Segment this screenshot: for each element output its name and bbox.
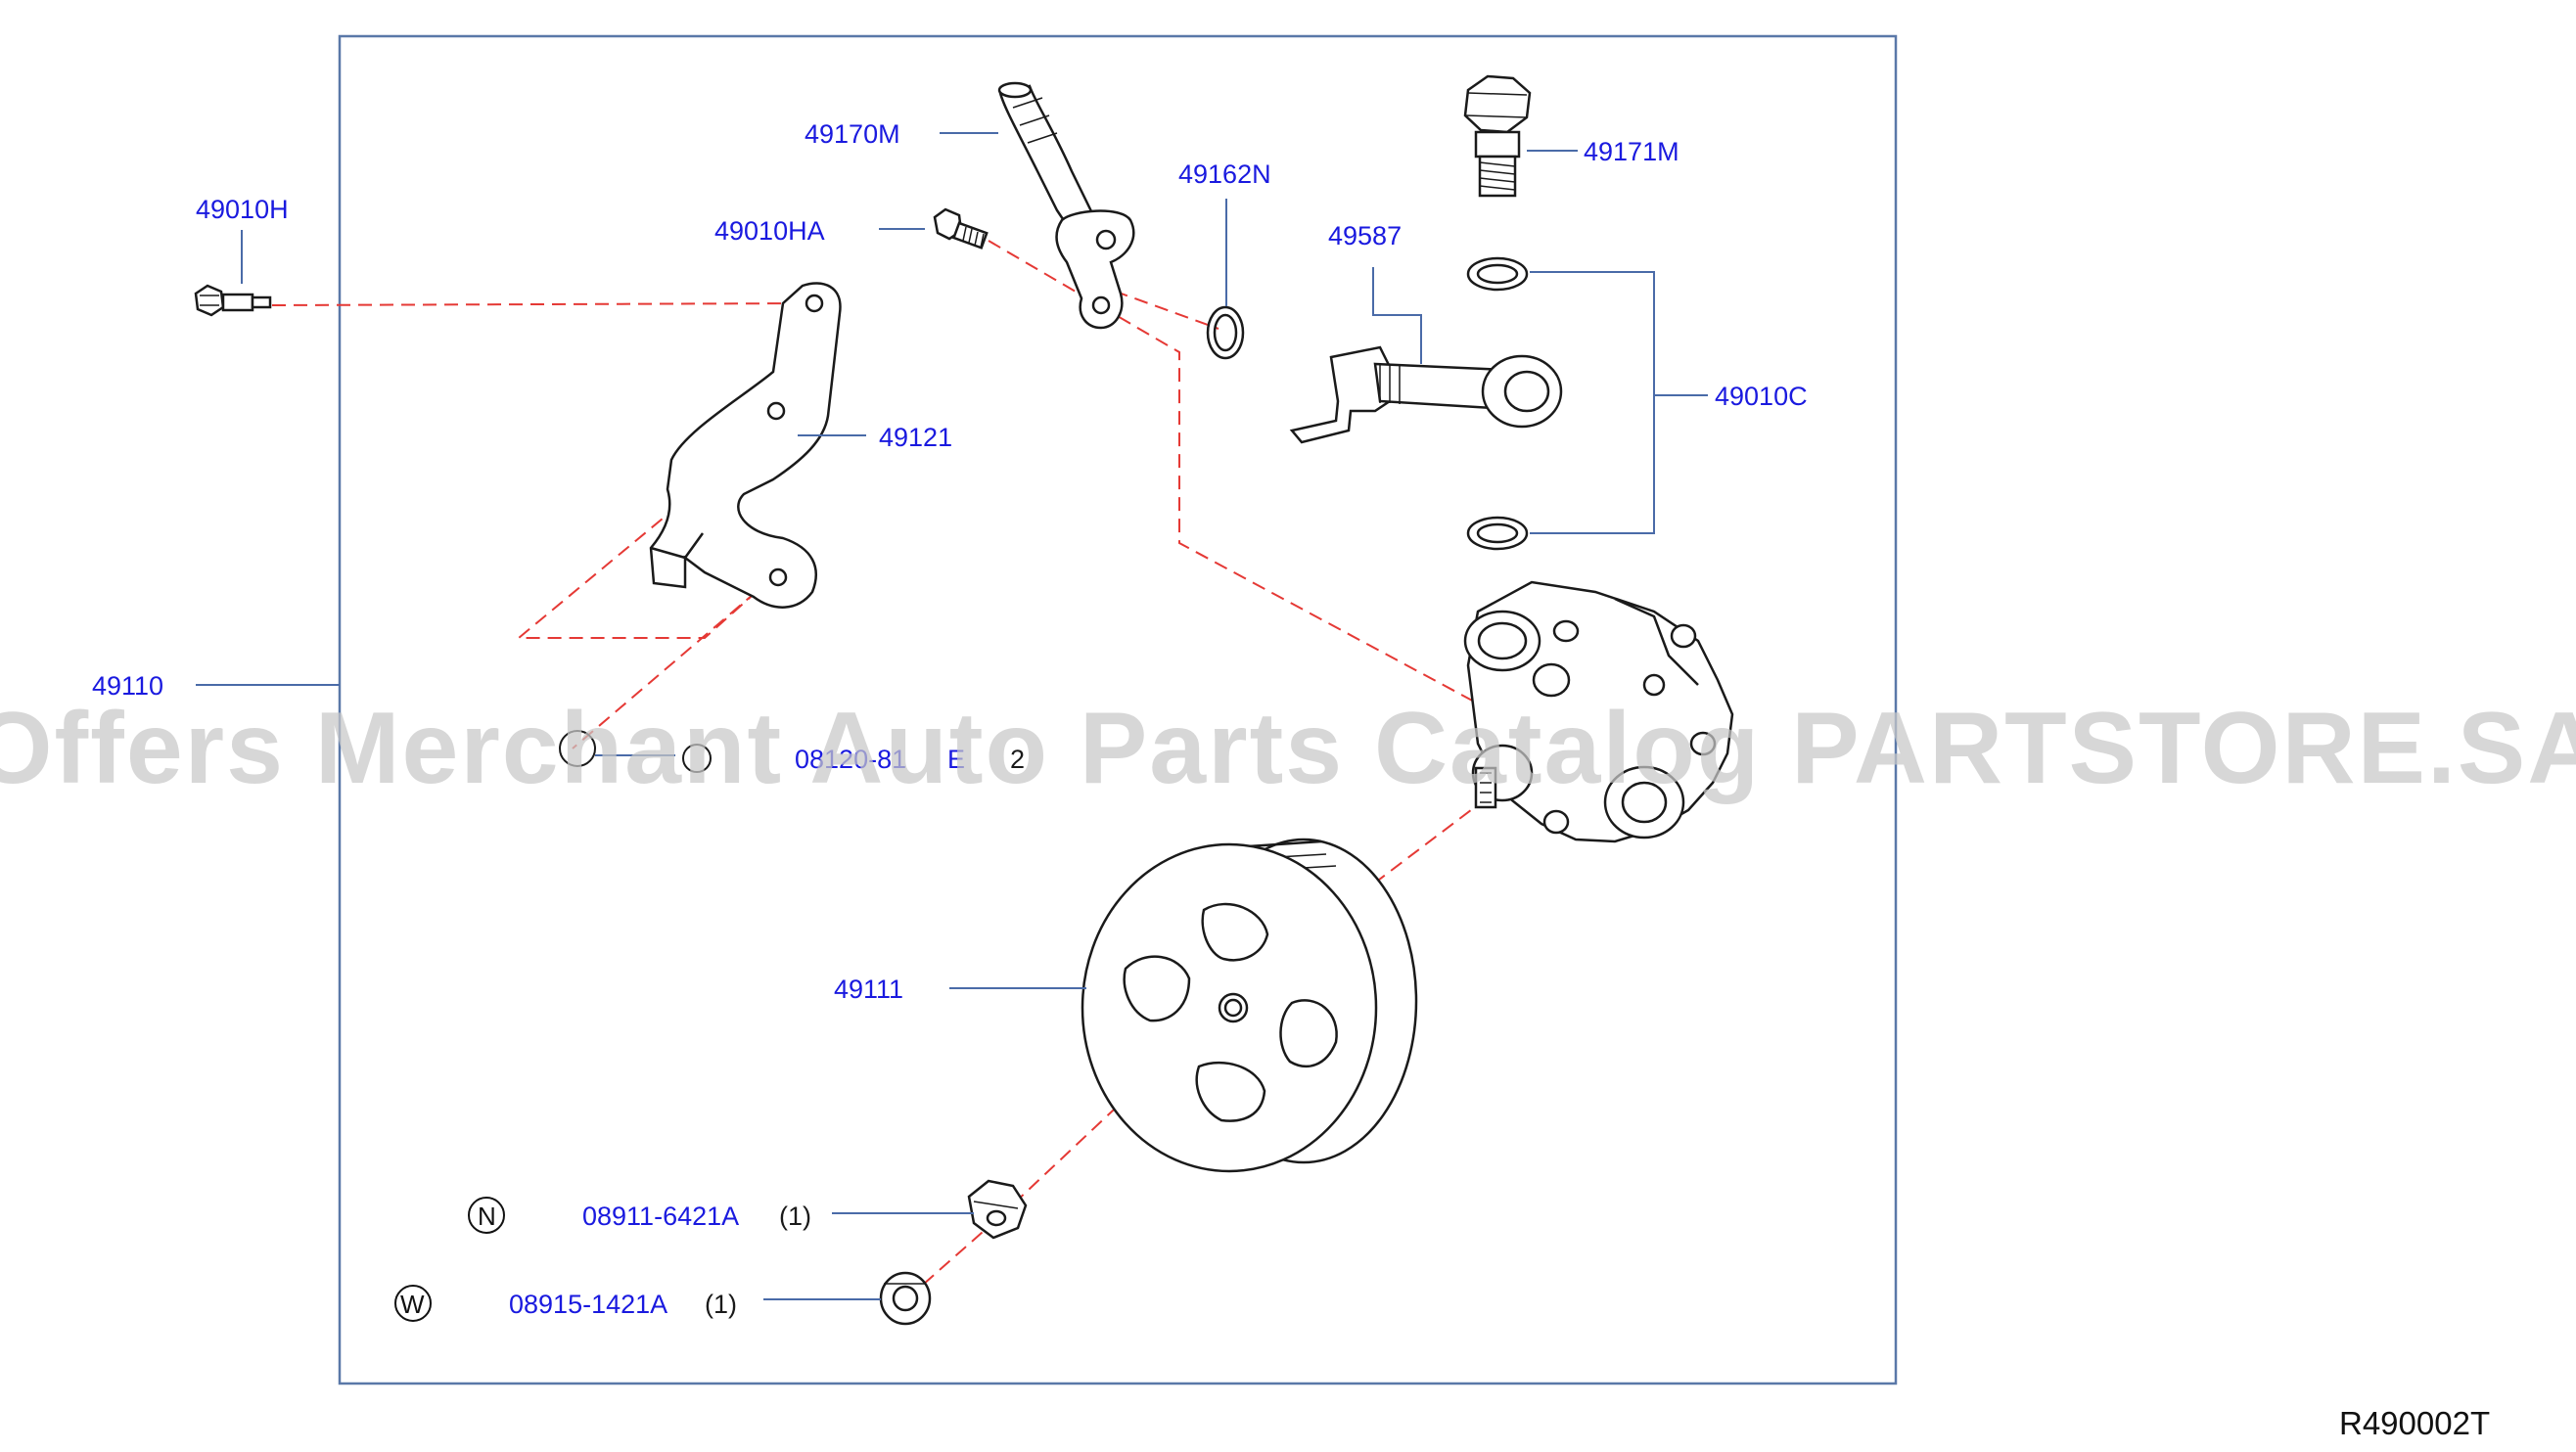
washers-49010C-drawing xyxy=(1466,256,1529,551)
oring-49162N-drawing xyxy=(1206,305,1245,360)
label-49010H[interactable]: 49010H xyxy=(196,195,289,224)
label-49010HA[interactable]: 49010HA xyxy=(714,216,825,246)
nut-drawing xyxy=(967,1179,1028,1240)
fitting-49170M-drawing xyxy=(997,81,1135,330)
label-49171M[interactable]: 49171M xyxy=(1584,137,1679,166)
bracket-49121-drawing xyxy=(649,282,842,609)
bolt-49010HA-drawing xyxy=(933,207,989,250)
nut-symbol: N xyxy=(468,1197,505,1234)
bolt-symbol-drawing xyxy=(559,730,712,773)
connector-49587-drawing xyxy=(1289,345,1563,444)
washer-symbol-letter: W xyxy=(400,1290,425,1319)
leader-lines xyxy=(196,132,1708,1300)
bolt-49010H-drawing xyxy=(194,284,272,317)
washer-drawing xyxy=(879,1271,932,1326)
label-nut-qty: (1) xyxy=(779,1202,811,1231)
label-49587[interactable]: 49587 xyxy=(1328,221,1402,250)
reference-code: R490002T xyxy=(2339,1405,2490,1441)
banjo-bolt-49171M-drawing xyxy=(1463,74,1532,198)
nut-symbol-letter: N xyxy=(478,1202,496,1231)
pulley-49111-drawing xyxy=(1081,838,1418,1173)
label-49110[interactable]: 49110 xyxy=(92,671,163,701)
label-49010C[interactable]: 49010C xyxy=(1715,382,1808,411)
washer-symbol: W xyxy=(394,1285,432,1322)
label-bolt-qty: 2 xyxy=(1010,745,1025,774)
label-49121[interactable]: 49121 xyxy=(879,423,952,452)
label-washer-part[interactable]: 08915-1421A xyxy=(509,1290,667,1319)
pump-49110-drawing xyxy=(1463,580,1734,843)
assembly-frame xyxy=(338,34,1898,1385)
label-bolt-part-tail: E xyxy=(947,745,965,774)
label-nut-part[interactable]: 08911-6421A xyxy=(582,1202,739,1231)
label-49170M[interactable]: 49170M xyxy=(805,119,900,149)
watermark: Offers Merchant Auto Parts Catalog PARTS… xyxy=(0,692,2576,805)
label-49111[interactable]: 49111 xyxy=(834,975,903,1004)
label-washer-qty: (1) xyxy=(705,1290,737,1319)
label-bolt-part[interactable]: 08120-81 xyxy=(795,745,906,774)
label-49162N[interactable]: 49162N xyxy=(1178,159,1271,189)
